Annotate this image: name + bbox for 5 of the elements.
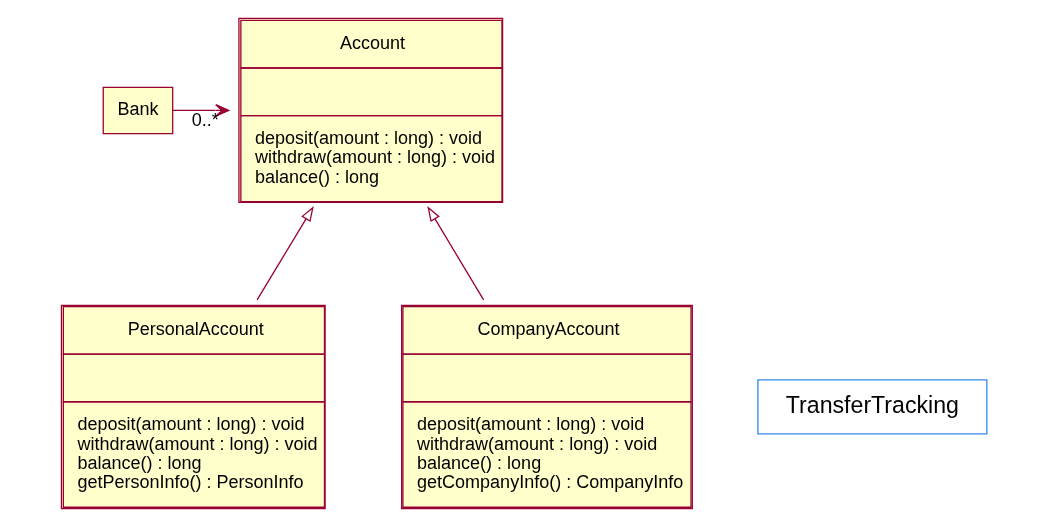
node-box: Bank <box>102 86 174 135</box>
node-box: TransferTracking <box>757 379 988 435</box>
arrow <box>427 206 485 301</box>
arrow <box>256 206 314 301</box>
edge-label: 0..* <box>191 110 219 131</box>
